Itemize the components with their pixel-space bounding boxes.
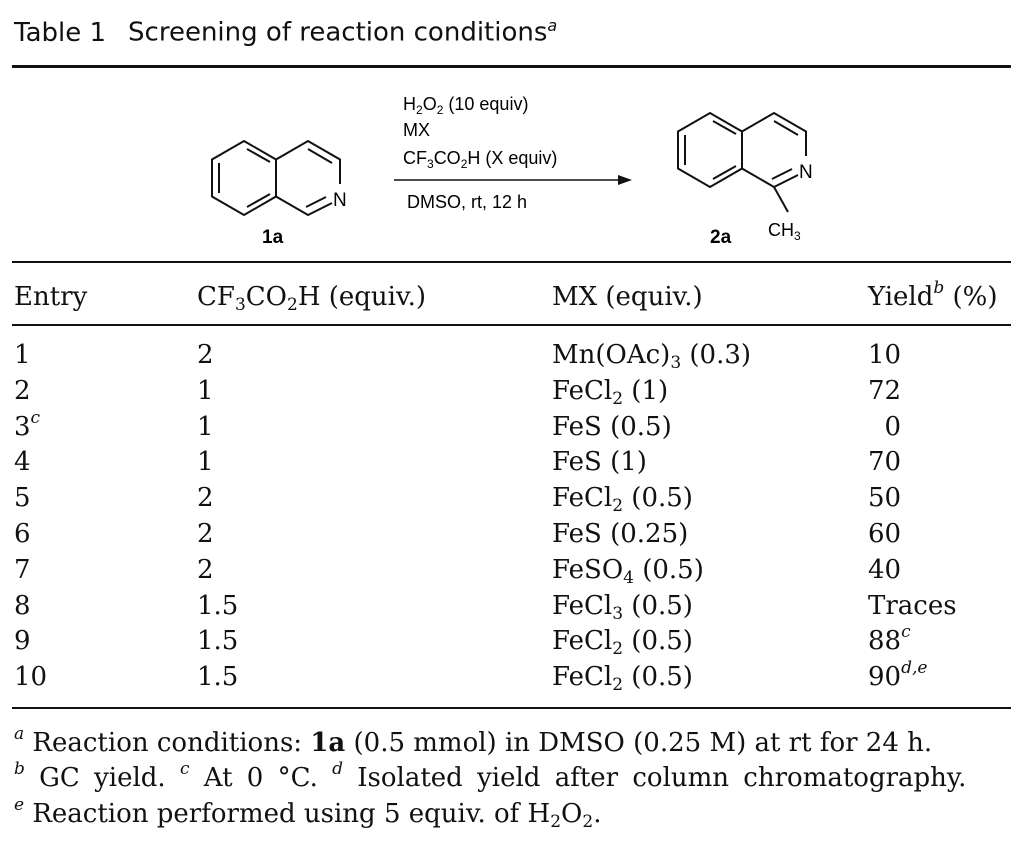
yield-cell: 70 bbox=[868, 447, 902, 478]
acid-equiv-cell: 1.5 bbox=[197, 662, 239, 693]
footnote-marker: a bbox=[547, 16, 558, 35]
mx-cell: FeCl2 (1) bbox=[552, 375, 669, 409]
yield-cell: 40 bbox=[868, 554, 902, 585]
entry-cell: 9 bbox=[14, 626, 31, 657]
entry-cell: 8 bbox=[14, 590, 31, 621]
acid-equiv-cell: 2 bbox=[197, 554, 214, 585]
mx-cell: FeCl2 (0.5) bbox=[552, 662, 693, 696]
mx-cell: FeS (1) bbox=[552, 447, 647, 478]
header-top-rule bbox=[12, 261, 1011, 263]
entry-cell: 10 bbox=[14, 662, 48, 693]
condition-oxidant: H2O2 (10 equiv) bbox=[403, 94, 528, 117]
nitrogen-atom-label: N bbox=[799, 162, 813, 183]
yield-cell: Traces bbox=[868, 590, 957, 621]
acid-equiv-cell: 1.5 bbox=[197, 590, 239, 621]
product-label: 2a bbox=[710, 227, 732, 248]
yield-cell: 72 bbox=[868, 375, 902, 406]
footnote-bcd: b GC yield. c At 0 °C. d Isolated yield … bbox=[14, 759, 967, 794]
yield-cell: 90d,e bbox=[868, 658, 928, 693]
entry-cell: 3c bbox=[14, 407, 41, 442]
bottom-rule bbox=[12, 707, 1011, 709]
reaction-scheme: N 1a H2O2 (10 equiv) MX CF3CO2H (X equiv… bbox=[211, 94, 813, 248]
entry-cell: 4 bbox=[14, 447, 31, 478]
yield-cell: 88c bbox=[868, 622, 911, 657]
methyl-label: CH3 bbox=[768, 220, 801, 243]
acid-equiv-cell: 1 bbox=[197, 447, 214, 478]
condition-acid: CF3CO2H (X equiv) bbox=[403, 148, 557, 171]
entry-cell: 2 bbox=[14, 375, 31, 406]
isoquinoline-structure bbox=[211, 139, 341, 217]
mx-cell: FeCl3 (0.5) bbox=[552, 590, 693, 624]
acid-equiv-cell: 1 bbox=[197, 411, 214, 442]
mx-cell: FeS (0.5) bbox=[552, 411, 672, 442]
header-entry: Entry bbox=[14, 282, 88, 312]
entry-cell: 7 bbox=[14, 554, 31, 585]
methylisoquinoline-structure bbox=[677, 111, 807, 213]
yield-cell: 0 bbox=[868, 411, 902, 442]
acid-equiv-cell: 2 bbox=[197, 483, 214, 514]
yield-cell: 50 bbox=[868, 483, 902, 514]
condition-solvent: DMSO, rt, 12 h bbox=[407, 192, 527, 212]
acid-equiv-cell: 1 bbox=[197, 375, 214, 406]
header-yield: Yieldb (%) bbox=[868, 278, 998, 313]
mx-cell: FeS (0.25) bbox=[552, 519, 689, 549]
acid-equiv-cell: 2 bbox=[197, 340, 214, 370]
table-caption: Screening of reaction conditions bbox=[128, 17, 548, 48]
footnote-a: a Reaction conditions: 1a (0.5 mmol) in … bbox=[14, 724, 933, 759]
entry-cell: 5 bbox=[14, 483, 31, 514]
acid-equiv-cell: 2 bbox=[197, 519, 214, 549]
entry-cell: 6 bbox=[14, 519, 31, 549]
top-rule bbox=[12, 65, 1011, 68]
reactant-label: 1a bbox=[262, 227, 284, 248]
header-acid: CF3CO2H (equiv.) bbox=[197, 282, 426, 315]
mx-cell: FeCl2 (0.5) bbox=[552, 626, 693, 660]
mx-cell: FeSO4 (0.5) bbox=[552, 554, 704, 588]
mx-cell: FeCl2 (0.5) bbox=[552, 483, 693, 517]
condition-catalyst: MX bbox=[403, 120, 430, 140]
acid-equiv-cell: 1.5 bbox=[197, 626, 239, 657]
header-mx: MX (equiv.) bbox=[552, 282, 703, 312]
mx-cell: Mn(OAc)3 (0.3) bbox=[552, 340, 752, 373]
yield-cell: 60 bbox=[868, 519, 902, 549]
yield-cell: 10 bbox=[868, 340, 902, 370]
table-number: Table 1 bbox=[14, 17, 107, 48]
entry-cell: 1 bbox=[14, 340, 31, 370]
reaction-arrow bbox=[394, 175, 632, 185]
nitrogen-atom-label: N bbox=[333, 190, 347, 211]
table-title: Table 1 Screening of reaction conditionsa bbox=[14, 16, 557, 48]
header-bottom-rule bbox=[12, 324, 1011, 326]
footnote-e: e Reaction performed using 5 equiv. of H… bbox=[14, 795, 602, 832]
